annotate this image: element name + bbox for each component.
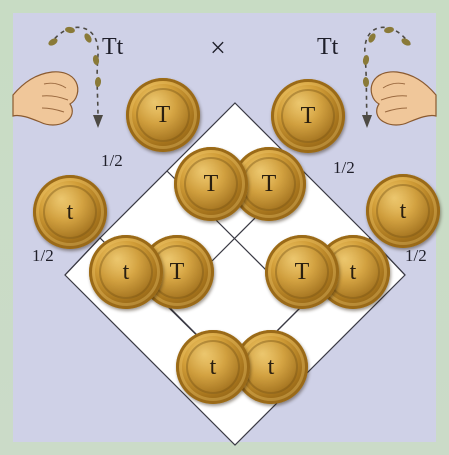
coin-letter: t: [123, 259, 130, 286]
coin-bottom-cell-1: t: [176, 330, 250, 404]
coin-letter: T: [156, 102, 171, 129]
coin-letter: t: [210, 354, 217, 381]
coin-letter: t: [350, 259, 357, 286]
right-t-probability: 1/2: [405, 247, 427, 264]
coin-letter: T: [170, 259, 185, 286]
left-t-probability: 1/2: [32, 247, 54, 264]
coin-top-cell-1: T: [174, 147, 248, 221]
coin-letter: T: [295, 259, 310, 286]
left-parent-genotype: Tt: [102, 35, 123, 59]
coin-right-cell-1: T: [265, 235, 339, 309]
coin-letter: T: [301, 103, 316, 130]
coin-right-gamete-T: T: [271, 79, 345, 153]
coin-letter: t: [268, 354, 275, 381]
right-parent-genotype: Tt: [317, 35, 338, 59]
coin-letter: T: [262, 171, 277, 198]
right-T-probability: 1/2: [333, 159, 355, 176]
hand-icon: [13, 72, 78, 125]
coin-letter: t: [400, 198, 407, 225]
coin-left-gamete-t: t: [33, 175, 107, 249]
coin-right-gamete-t: t: [366, 174, 440, 248]
hand-icon: [371, 72, 436, 125]
left-T-probability: 1/2: [101, 152, 123, 169]
coin-letter: t: [67, 199, 74, 226]
coin-left-gamete-T: T: [126, 78, 200, 152]
coin-letter: T: [204, 171, 219, 198]
cross-symbol: ×: [210, 35, 226, 63]
coin-left-cell-1: t: [89, 235, 163, 309]
